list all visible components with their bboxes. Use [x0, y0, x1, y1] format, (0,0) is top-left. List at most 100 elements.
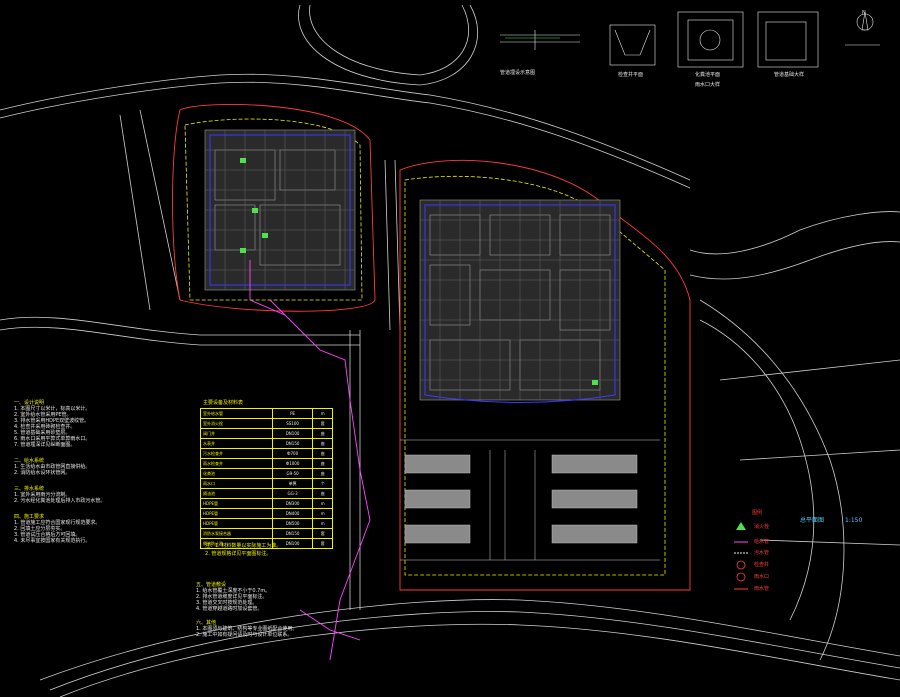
note-line: 2. 排水管道坡度详见平面标注。 — [196, 594, 268, 600]
note-line: 1. 管道施工应符合国家现行规范要求。 — [14, 520, 101, 526]
note-line: 3. 管道交叉时按规范处理。 — [196, 600, 258, 606]
detail-caption-5: 管道基础大样 — [774, 72, 805, 78]
table-row: 雨水口单箅个 — [200, 478, 333, 489]
site-boundary — [184, 118, 666, 576]
table-cell: Ф1000 — [271, 458, 314, 469]
table-cell: DN150 — [271, 438, 314, 449]
notes-left: 一、设计说明 1. 本图尺寸以米计，标高以米计。 2. 室外给水管采用PE管。 … — [14, 400, 105, 544]
table-cell: m — [312, 518, 333, 529]
table-cell: 座 — [312, 438, 333, 449]
parking-lanes — [400, 439, 660, 561]
table-cell: 雨水口 — [200, 478, 273, 489]
table-cell: DN100 — [271, 428, 314, 439]
note-line: 4. 检查井采用砖砌检查井。 — [14, 424, 76, 430]
legend-label: 消火栓 — [754, 524, 770, 530]
table-cell: 阀门井 — [200, 428, 273, 439]
table-cell: 雨水检查井 — [200, 458, 273, 469]
table-cell: HDPE管 — [200, 518, 273, 529]
notes-bottom: 五、管道敷设 1. 给水管覆土深度不小于0.7m。 2. 排水管道坡度详见平面标… — [196, 582, 297, 638]
table-cell: m — [312, 408, 333, 419]
legend-label: 雨水口 — [754, 574, 770, 580]
table-cell: HDPE管 — [200, 498, 273, 509]
table-cell: DN300 — [271, 498, 314, 509]
notes-bottom-heading-1: 五、管道敷设 — [196, 582, 227, 588]
table-cell: DN500 — [271, 518, 314, 529]
parking-rows — [404, 454, 638, 544]
note-line: 4. 未尽事宜按国家有关规范执行。 — [14, 538, 91, 544]
table-cell: 消防水泵接合器 — [200, 528, 273, 539]
road-network — [0, 4, 900, 697]
table-cell: 座 — [312, 488, 333, 499]
detail-caption-2: 检查井平面 — [618, 72, 644, 78]
note-line: 5. 管道基础采用砂垫层。 — [14, 430, 71, 436]
legend-symbols — [734, 522, 748, 590]
table-cell: 污水检查井 — [200, 448, 273, 459]
table-cell: PE — [271, 408, 314, 419]
legend-label: 给水管 — [754, 539, 770, 545]
note-line: 1. 本图须与建筑、结构等专业图纸配合使用。 — [196, 626, 298, 632]
note-line: 2. 污水经化粪池处理后排入市政污水管。 — [14, 498, 106, 504]
note-line: 1. 本图尺寸以米计，标高以米计。 — [14, 406, 91, 412]
table-cell: DN100 — [271, 538, 314, 549]
table-cell: DN400 — [271, 508, 314, 519]
table-cell: 隔油池 — [200, 488, 273, 499]
detail-caption-1: 管道埋设示意图 — [500, 70, 536, 76]
table-cell: m — [312, 508, 333, 519]
table-cell: 座 — [312, 458, 333, 469]
table-cell: DN150 — [271, 528, 314, 539]
notes-heading-4: 四、施工要求 — [14, 514, 45, 520]
table-cell: m — [312, 498, 333, 509]
table-cell: 个 — [312, 478, 333, 489]
table-cell: SS100 — [271, 418, 314, 429]
table-cell: 套 — [312, 528, 333, 539]
table-cell: 套 — [312, 418, 333, 429]
table-foot-2: 2. 管道规格详见平面图标注。 — [205, 551, 272, 557]
note-line: 2. 消防给水设环状管网。 — [14, 470, 71, 476]
notes-bottom-heading-2: 六、其他 — [196, 620, 217, 626]
table-cell: GG-3 — [271, 488, 314, 499]
drawing-title: 总平面图 — [800, 517, 825, 524]
hydrant-symbols — [240, 158, 598, 385]
detail-caption-4: 雨水口大样 — [695, 82, 721, 88]
table-cell: 座 — [312, 448, 333, 459]
note-line: 2. 室外给水管采用PE管。 — [14, 412, 72, 418]
building-detail-lines — [205, 130, 620, 400]
drawing-scale: 1:150 — [845, 517, 863, 524]
legend-label: 检查井 — [754, 562, 770, 568]
building-walls — [209, 134, 616, 403]
note-line: 1. 室外采用雨污分流制。 — [14, 492, 71, 498]
legend-label: 雨水管 — [754, 586, 770, 592]
table-cell: 座 — [312, 468, 333, 479]
north-arrow-label: N — [862, 10, 866, 16]
table-cell: 室外消火栓 — [200, 418, 273, 429]
note-line: 3. 排水管采用HDPE双壁波纹管。 — [14, 418, 90, 424]
table-cell: 化粪池 — [200, 468, 273, 479]
detail-caption-3: 化粪池平面 — [695, 72, 721, 78]
table-cell: 室外给水管 — [200, 408, 273, 419]
note-line: 2. 回填土应分层夯实。 — [14, 526, 66, 532]
note-line: 2. 施工中如有疑问请及时与设计单位联系。 — [196, 632, 293, 638]
table-cell: 单箅 — [271, 478, 314, 489]
table-cell: 套 — [312, 538, 333, 549]
detail-drawings — [500, 11, 880, 68]
table-cell: 倒流防止器 — [200, 538, 273, 549]
note-line: 3. 管道试压合格后方可回填。 — [14, 532, 81, 538]
table-cell: 座 — [312, 428, 333, 439]
table-cell: G9-50 — [271, 468, 314, 479]
